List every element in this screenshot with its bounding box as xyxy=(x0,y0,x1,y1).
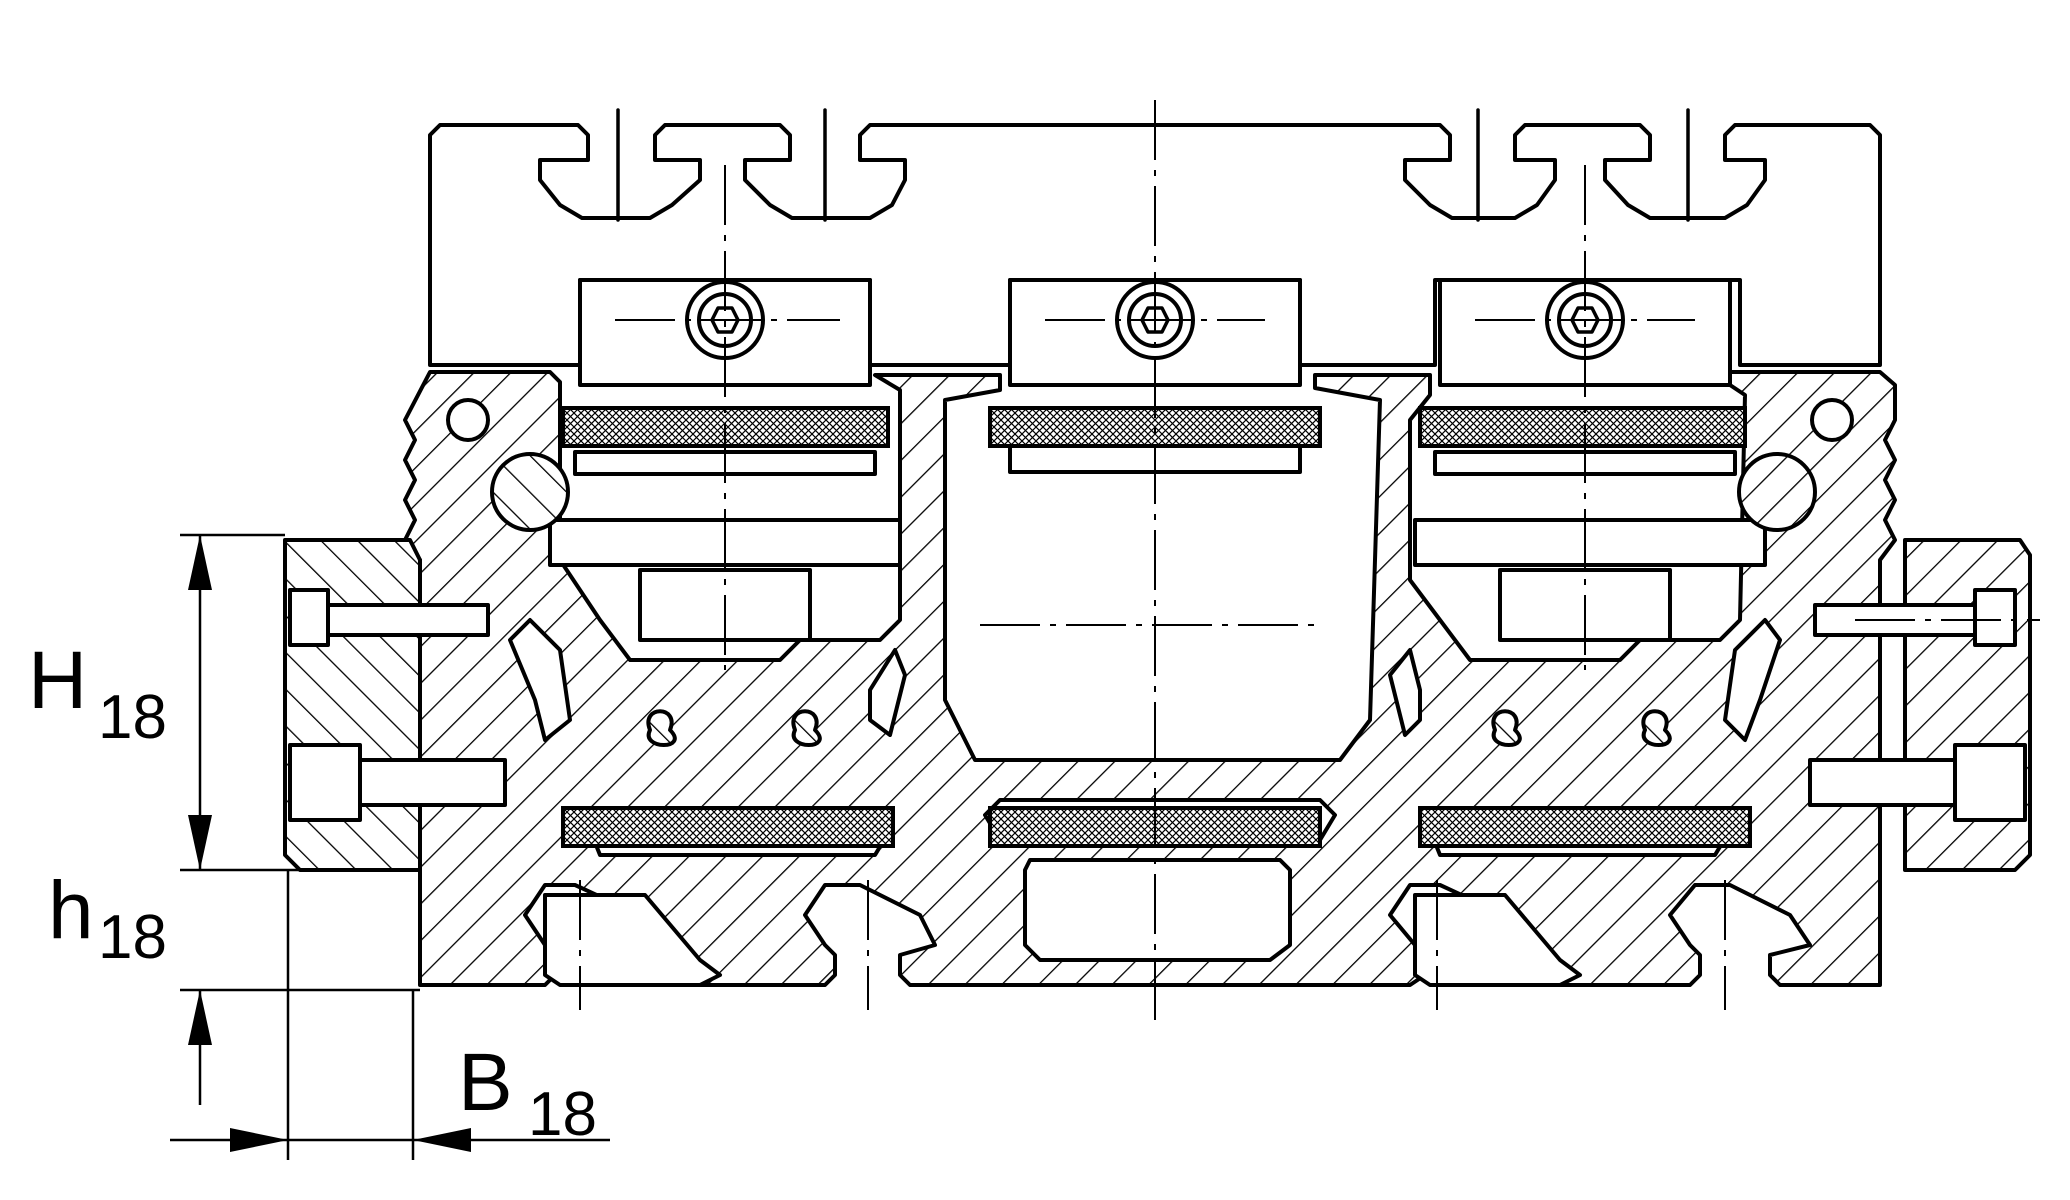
dimension-label-h18: h 18 xyxy=(48,865,167,972)
arrow-b18-right xyxy=(413,1128,471,1152)
dimension-label-H18: H 18 xyxy=(28,635,167,752)
right-clamp-plate xyxy=(1808,538,2032,872)
center-lines xyxy=(579,100,2040,1025)
lower-wiper-strips xyxy=(561,806,1752,848)
arrow-small-h18-bottom xyxy=(188,990,212,1045)
dimension-lines xyxy=(170,533,610,1160)
small-h18-symbol: h xyxy=(48,865,94,956)
arrow-h18-top xyxy=(188,535,212,590)
left-clamp-plate xyxy=(283,538,507,872)
h18-symbol: H xyxy=(28,635,87,726)
dimension-label-B18: B 18 xyxy=(458,1037,597,1149)
arrow-b18-left xyxy=(230,1128,288,1152)
arrow-h18-bottom xyxy=(188,815,212,870)
small-h18-subscript: 18 xyxy=(98,903,167,972)
b18-subscript: 18 xyxy=(528,1080,597,1149)
h18-subscript: 18 xyxy=(98,683,167,752)
b18-symbol: B xyxy=(458,1037,513,1128)
